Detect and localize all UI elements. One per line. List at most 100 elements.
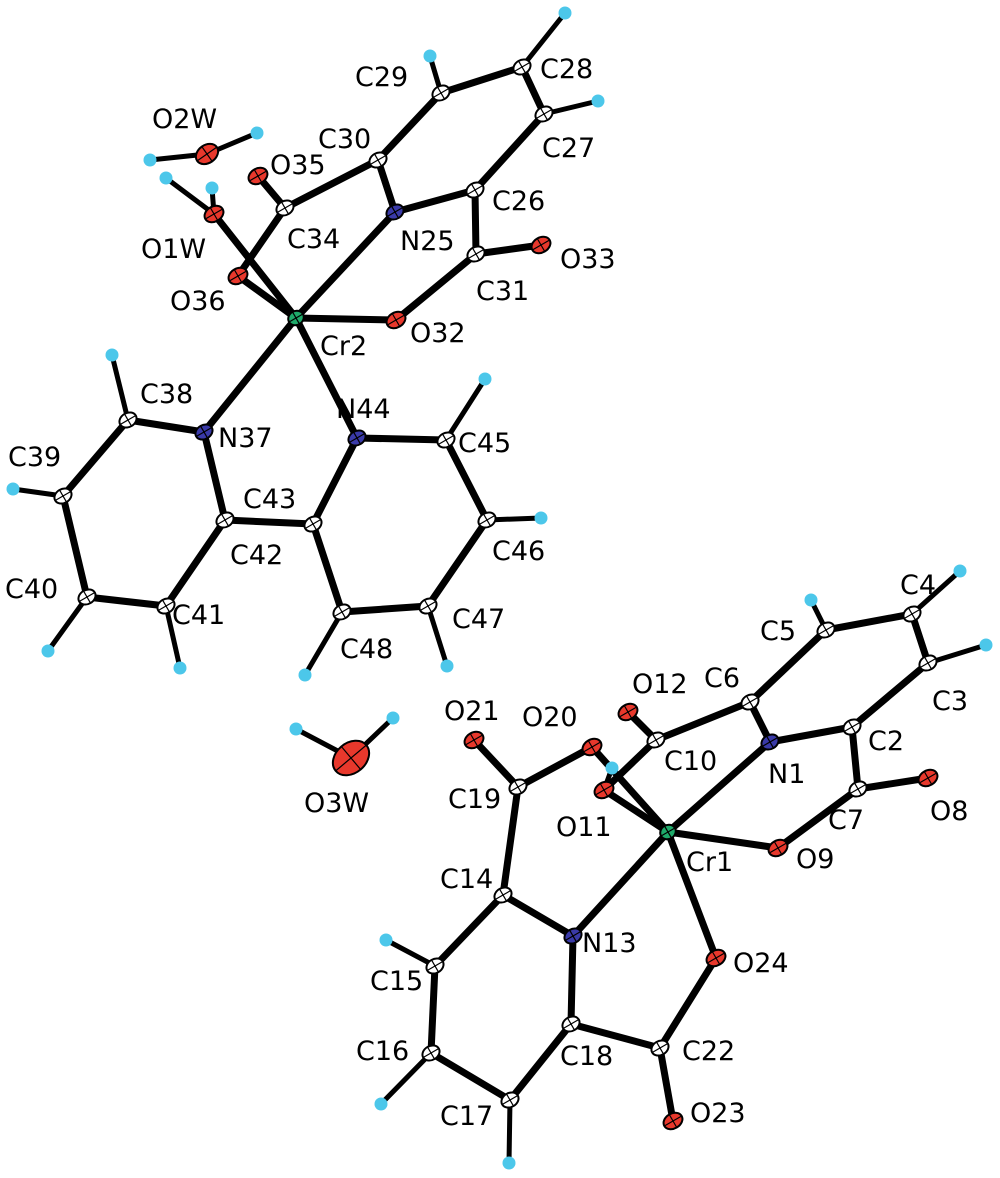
bond-cr2-n37	[200, 314, 300, 436]
bond-c10-o11	[600, 736, 660, 794]
hydrogen-atom-c29-1	[423, 49, 437, 63]
hydrogen-atom-c47-14	[440, 659, 454, 673]
atom-cr1	[659, 823, 677, 841]
atom-label-c17: C17	[440, 1101, 493, 1132]
hydrogen-atom-c46-9	[534, 511, 548, 525]
bond-cr2-n44	[292, 314, 361, 442]
bond-c26-c31	[471, 186, 480, 258]
atom-c2	[842, 718, 862, 736]
hydrogen-atoms	[6, 6, 993, 1170]
atom-c5	[816, 621, 836, 639]
bond-cr2-o1w	[210, 210, 300, 322]
atom-label-cr2: Cr2	[320, 331, 367, 362]
atom-label-c16: C16	[356, 1036, 409, 1067]
atom-o12	[617, 702, 639, 722]
bond-cr1-o9	[664, 828, 782, 852]
hydrogen-atom-o3w-18	[289, 722, 303, 736]
h-bond-c4-16	[909, 568, 963, 617]
bond-c31-o33	[472, 241, 545, 258]
h-bond-c16-21	[378, 1050, 434, 1107]
atom-c46	[477, 511, 497, 529]
atom-label-c38: C38	[140, 379, 193, 410]
hydrogen-atom-c40-11	[41, 644, 55, 658]
bond-cr1-o20	[588, 743, 672, 836]
bond-cr1-o24	[664, 828, 720, 962]
atom-label-cr1: Cr1	[686, 847, 733, 878]
atom-c17	[500, 1091, 520, 1109]
atom-o9	[767, 838, 789, 858]
bond-c31-o32	[392, 250, 480, 324]
h-bond-c45-8	[443, 376, 488, 443]
atom-c28	[512, 58, 532, 76]
atom-o3w	[331, 739, 371, 777]
atom-o11	[593, 780, 615, 800]
bond-c19-o21	[470, 736, 522, 791]
atom-label-c30: C30	[318, 124, 371, 155]
hydrogen-atom-c27-2	[591, 94, 605, 108]
hydrogen-atom-o1w-5	[159, 171, 173, 185]
atom-label-c10: C10	[664, 746, 717, 777]
atom-label-c43: C43	[243, 484, 296, 515]
atom-label-c41: C41	[172, 600, 225, 631]
atom-label-c42: C42	[230, 540, 283, 571]
atom-label-n44: N44	[336, 394, 391, 425]
bond-c18-c22	[567, 1020, 664, 1052]
atom-o33	[530, 235, 552, 255]
atom-label-c27: C27	[542, 133, 595, 164]
atom-c48	[332, 603, 352, 621]
bond-c41-c42	[162, 516, 229, 610]
h-bond-c17-22	[506, 1097, 513, 1166]
hydrogen-atom-c28-0	[558, 6, 572, 20]
atom-n44	[347, 429, 367, 447]
atom-o24	[705, 948, 727, 968]
atom-c16	[421, 1044, 441, 1062]
atom-label-o1w: O1W	[141, 234, 206, 265]
bond-c7-o8	[854, 774, 932, 793]
bond-n13-c14	[499, 891, 577, 940]
h-bond-c40-11	[45, 594, 90, 654]
bond-c14-c19	[499, 783, 522, 899]
atom-label-c45: C45	[458, 428, 511, 459]
atom-n37	[194, 423, 214, 441]
atom-label-c14: C14	[440, 864, 493, 895]
atom-c6	[740, 693, 760, 711]
bond-cr2-n25	[292, 208, 399, 322]
bond-c7-o9	[774, 785, 862, 852]
bond-c4-c5	[822, 610, 916, 634]
atom-c43	[303, 515, 323, 533]
hydrogen-atom-o11-23	[605, 761, 619, 775]
hydrogen-atom-c17-22	[502, 1156, 516, 1170]
bond-c30-c34	[281, 156, 382, 212]
atom-label-c2: C2	[868, 726, 904, 757]
hydrogen-atom-o2w-3	[143, 153, 157, 167]
bond-c16-c17	[427, 1049, 514, 1104]
bond-c45-c46	[442, 436, 491, 524]
bond-n37-c38	[124, 416, 208, 436]
atom-label-c19: C19	[448, 784, 501, 815]
atom-c34	[275, 199, 295, 217]
bond-c15-c16	[427, 962, 439, 1057]
atom-label-o3w: O3W	[304, 788, 369, 819]
hydrogen-atom-c16-21	[374, 1097, 388, 1111]
atom-label-o23: O23	[690, 1098, 746, 1129]
atom-c30	[368, 151, 388, 169]
atom-c14	[493, 886, 513, 904]
atom-c22	[650, 1039, 670, 1057]
atom-label-c47: C47	[452, 604, 505, 635]
atoms	[53, 58, 939, 1131]
h-bond-c38-7	[109, 352, 131, 423]
bond-c29-c30	[374, 89, 445, 164]
atom-label-o9: O9	[796, 844, 834, 875]
atom-label-c5: C5	[760, 616, 796, 647]
atom-c39	[53, 487, 73, 505]
bond-c18-n13	[567, 932, 577, 1028]
atom-c41	[156, 597, 176, 615]
atom-o23	[662, 1111, 684, 1131]
bond-c3-c4	[908, 610, 932, 667]
atom-label-n1: N1	[768, 759, 805, 790]
atom-c18	[561, 1015, 581, 1033]
atom-label-c40: C40	[5, 574, 58, 605]
atom-label-o12: O12	[632, 669, 688, 700]
atom-c19	[508, 778, 528, 796]
atom-label-o33: O33	[560, 244, 616, 275]
